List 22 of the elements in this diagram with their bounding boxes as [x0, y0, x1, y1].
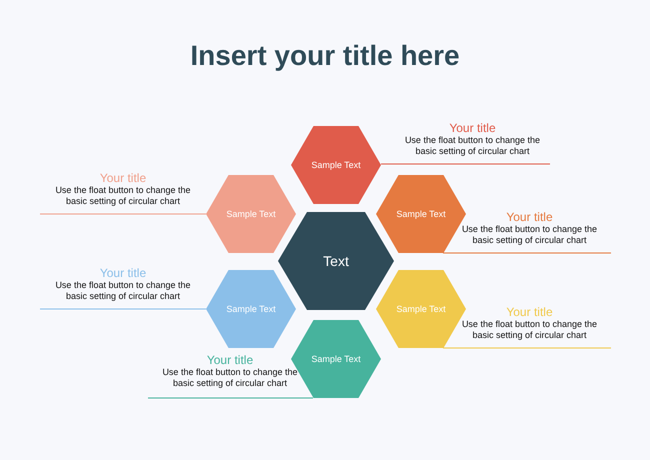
- hexagon-label: Sample Text: [396, 209, 446, 219]
- title: Insert your title here: [189, 40, 461, 72]
- callout-title: Your title: [98, 266, 148, 280]
- callout-title: Your title: [448, 121, 497, 135]
- callout-text: Use the float button to change the basic setting of circular chart: [460, 224, 598, 246]
- callout-title: Your title: [206, 353, 254, 367]
- callout-title: Your title: [98, 171, 148, 185]
- hexagon-label: Sample Text: [226, 209, 276, 219]
- hexagon-label: Sample Text: [226, 304, 276, 314]
- callout-title: Your title: [505, 210, 554, 224]
- hexagon-label: Sample Text: [396, 304, 446, 314]
- leader-line: [40, 308, 206, 310]
- callout-text: Use the float button to change the basic setting of circular chart: [460, 319, 598, 341]
- hexagon-label: Sample Text: [311, 160, 361, 170]
- callout-text: Use the float button to change the basic setting of circular chart: [54, 185, 192, 207]
- callout-text: Use the float button to change the basic setting of circular chart: [54, 280, 192, 302]
- hexagon-label: Sample Text: [311, 354, 361, 364]
- callout-text: Use the float button to change the basic setting of circular chart: [161, 367, 299, 389]
- callout-title: Your title: [505, 305, 554, 319]
- callout-text: Use the float button to change the basic setting of circular chart: [404, 135, 542, 157]
- hexagon-label: Text: [323, 253, 349, 269]
- leader-line: [442, 252, 612, 254]
